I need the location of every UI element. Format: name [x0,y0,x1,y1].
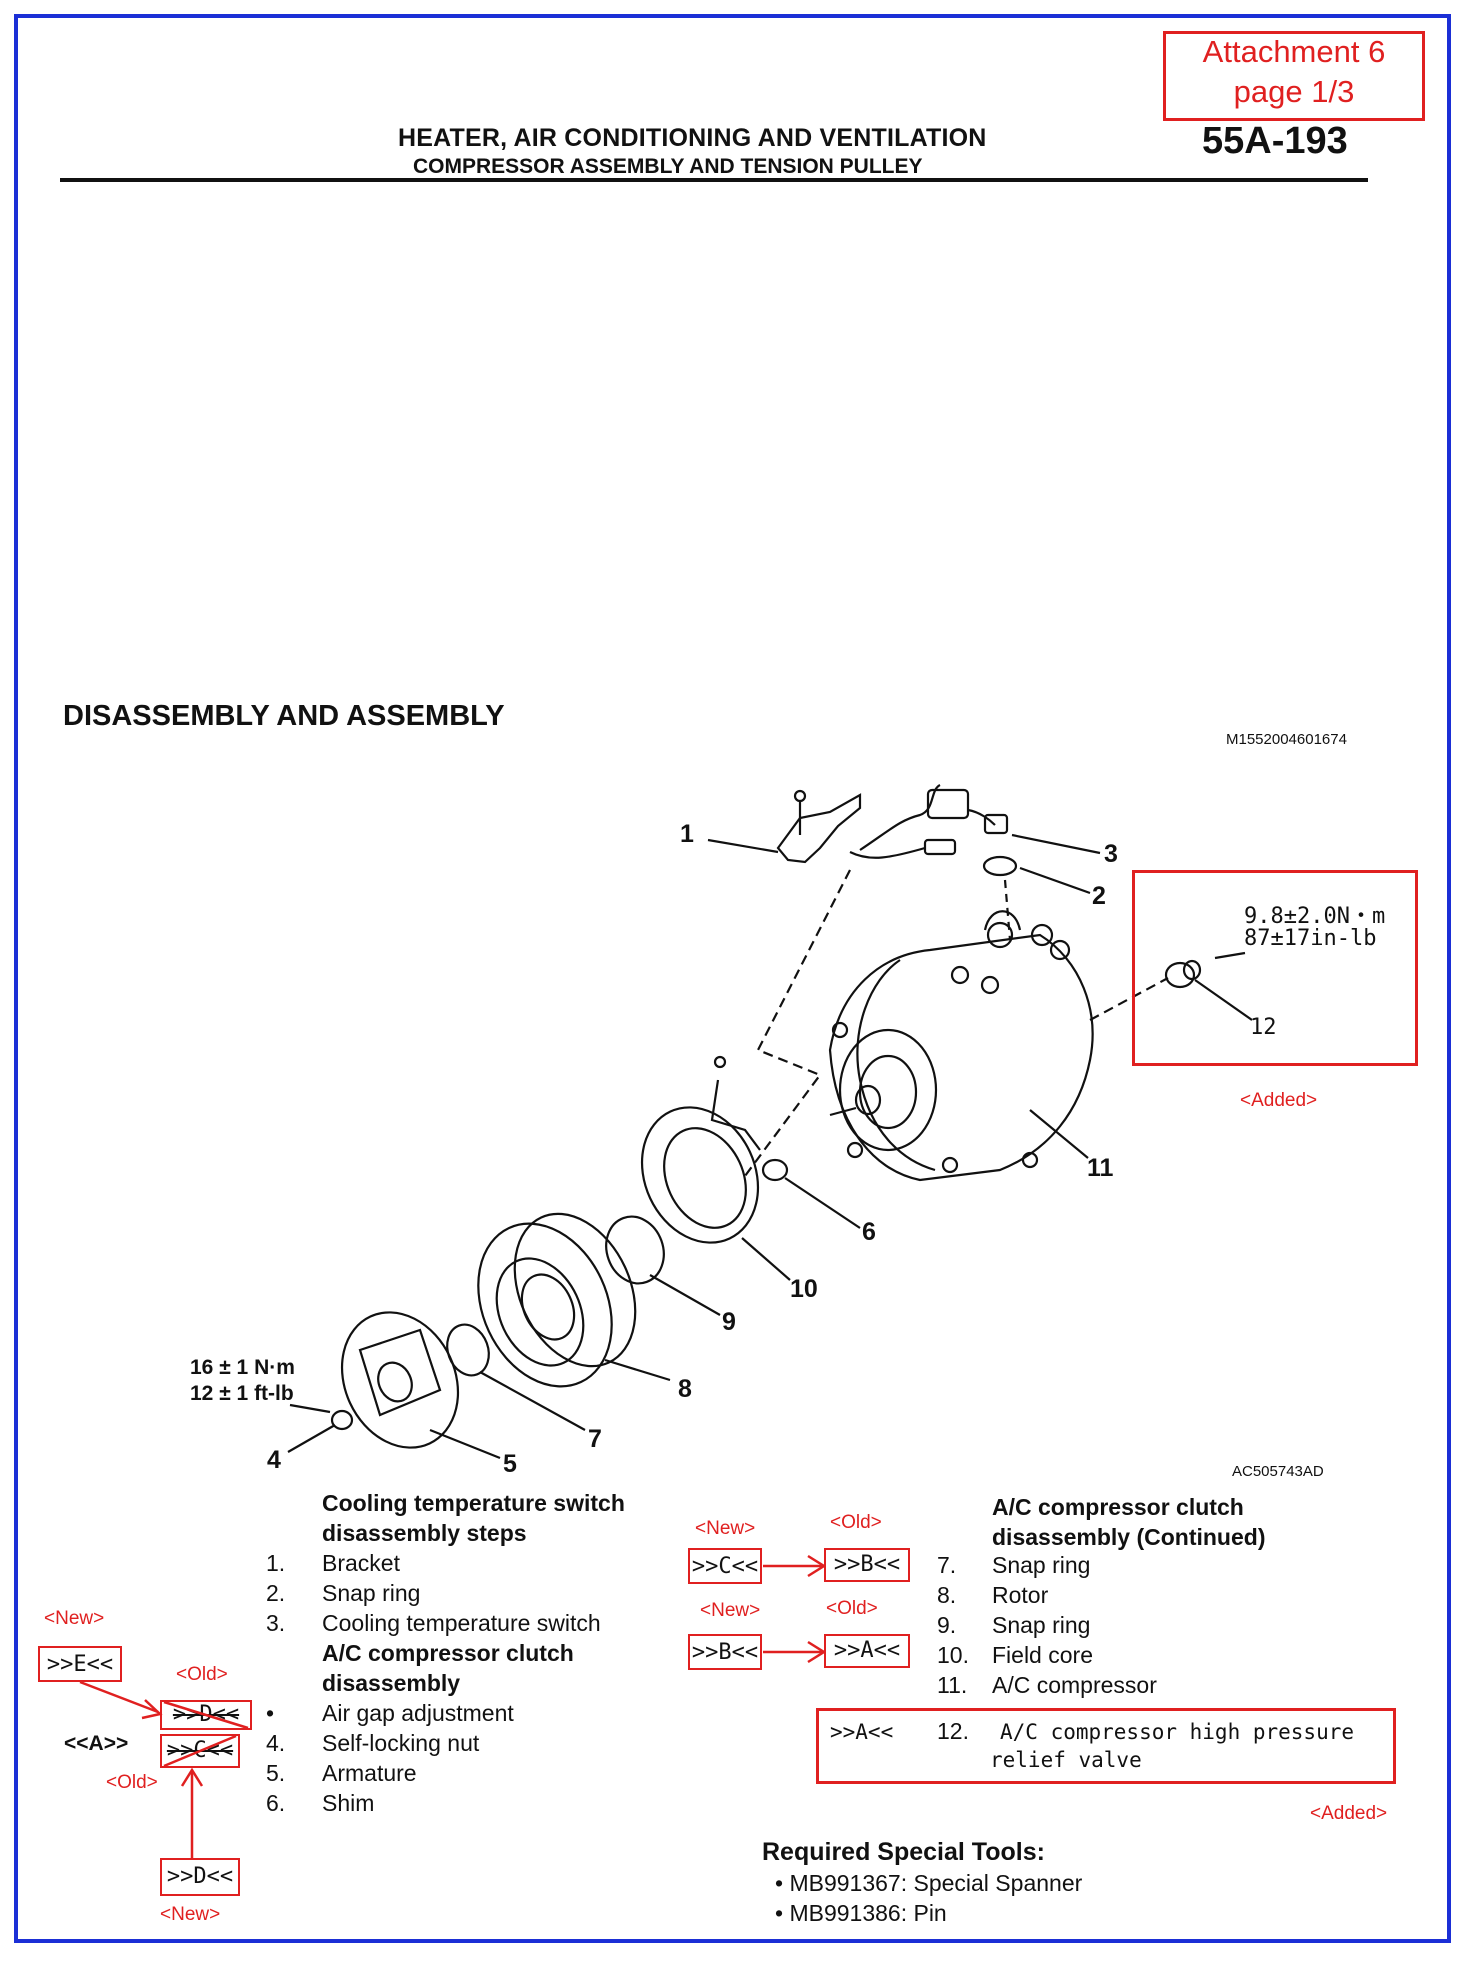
left-new-label-bottom: <New> [160,1904,221,1925]
right-old-label-1: <Old> [830,1512,882,1533]
right-new-label-2: <New> [700,1600,761,1621]
callout-11: 11 [1087,1154,1114,1182]
bracket-drawing [776,789,862,864]
header-rule [60,178,1368,182]
page-subtitle: COMPRESSOR ASSEMBLY AND TENSION PULLEY [413,155,923,178]
callout-10: 10 [790,1275,818,1303]
page-title: HEATER, AIR CONDITIONING AND VENTILATION [398,124,987,152]
attachment-box [1163,31,1425,121]
callout-6: 6 [862,1218,876,1246]
added-item-box [816,1708,1396,1784]
left-old-label-top: <Old> [176,1664,228,1685]
left-items-2: •Air gap adjustment 4.Self-locking nut 5… [266,1698,514,1818]
list-item: 4.Self-locking nut [266,1730,480,1756]
torque-nut-2: 12 ± 1 ft-lb [190,1382,294,1405]
switch-drawing [849,784,1009,859]
left-heading-1: Cooling temperature switch disassembly s… [322,1490,625,1546]
added-item-num: 12. [937,1718,969,1744]
list-item: 9.Snap ring [937,1612,1091,1638]
added-valve-box [1132,870,1418,1066]
added-label-figure: <Added> [1240,1090,1318,1111]
torque-valve-1: 9.8±2.0N・m [1244,904,1386,929]
list-item: • MB991367: Special Spanner [775,1870,1083,1896]
left-old-label-bottom: <Old> [106,1772,158,1793]
right-old-mark-2: >>A<< [824,1634,910,1668]
relief-valve-drawing [1164,959,1202,989]
left-heading-2: A/C compressor clutch disassembly [322,1640,574,1696]
right-new-mark-1: >>C<< [688,1548,762,1584]
right-old-label-2: <Old> [826,1598,878,1619]
list-item: 10.Field core [937,1642,1093,1668]
right-old-mark-1: >>B<< [824,1548,910,1582]
right-new-mark-2: >>B<< [688,1634,762,1670]
page-number: 55A-193 [1202,120,1348,162]
list-item: 8.Rotor [937,1582,1049,1608]
added-label-list: <Added> [1310,1803,1388,1824]
figure-code-bottom: AC505743AD [1232,1463,1324,1480]
torque-nut-1: 16 ± 1 N·m [190,1356,295,1379]
tools-list: • MB991367: Special Spanner • MB991386: … [775,1868,1082,1928]
right-items: 7.Snap ring 8.Rotor 9.Snap ring 10.Field… [937,1550,1157,1700]
left-new-mark-bottom: >>D<< [160,1858,240,1896]
compressor-drawing [828,910,1094,1182]
armature-drawing [340,1311,460,1449]
list-item: 1.Bracket [266,1550,400,1576]
callout-7: 7 [588,1425,602,1453]
attachment-line-1: Attachment 6 [1202,34,1386,69]
callout-4: 4 [267,1446,281,1474]
list-item: • MB991386: Pin [775,1900,947,1926]
snap-ring-2-drawing [982,855,1018,877]
left-items-1: 1.Bracket 2.Snap ring 3.Cooling temperat… [266,1548,601,1638]
list-item: 7.Snap ring [937,1552,1091,1578]
left-service-mark: <<A>> [64,1732,129,1755]
list-item: 11.A/C compressor [937,1672,1157,1698]
callout-2: 2 [1092,882,1106,910]
added-item-line-1: A/C compressor high pressure [1000,1720,1355,1744]
snap-ring-9-drawing [605,1215,665,1285]
added-item-mark: >>A<< [830,1720,894,1744]
list-item: 5.Armature [266,1760,417,1786]
callout-1: 1 [680,820,694,848]
added-item-line-2: relief valve [990,1748,1142,1772]
shim-drawing [761,1158,789,1182]
callout-12: 12 [1250,1015,1277,1040]
list-item: •Air gap adjustment [266,1700,514,1726]
page-border [14,14,1451,1943]
callout-9: 9 [722,1308,736,1336]
right-heading: A/C compressor clutch disassembly (Conti… [992,1494,1266,1550]
rotor-drawing [477,1212,637,1388]
field-core-drawing [640,1106,760,1244]
left-new-mark-top: >>E<< [38,1646,122,1682]
nut-drawing [330,1409,354,1431]
left-new-label-top: <New> [44,1608,105,1629]
callout-5: 5 [503,1450,517,1478]
list-item: 3.Cooling temperature switch [266,1610,601,1636]
figure-code-top: M1552004601674 [1226,731,1347,748]
callout-3: 3 [1104,840,1118,868]
callout-8: 8 [678,1375,692,1403]
list-item: 2.Snap ring [266,1580,421,1606]
torque-valve-2: 87±17in-lb [1244,926,1377,951]
tools-heading: Required Special Tools: [762,1838,1045,1866]
list-item: 6.Shim [266,1790,375,1816]
attachment-line-2: page 1/3 [1233,74,1355,109]
right-new-label-1: <New> [695,1518,756,1539]
section-title: DISASSEMBLY AND ASSEMBLY [63,700,505,732]
